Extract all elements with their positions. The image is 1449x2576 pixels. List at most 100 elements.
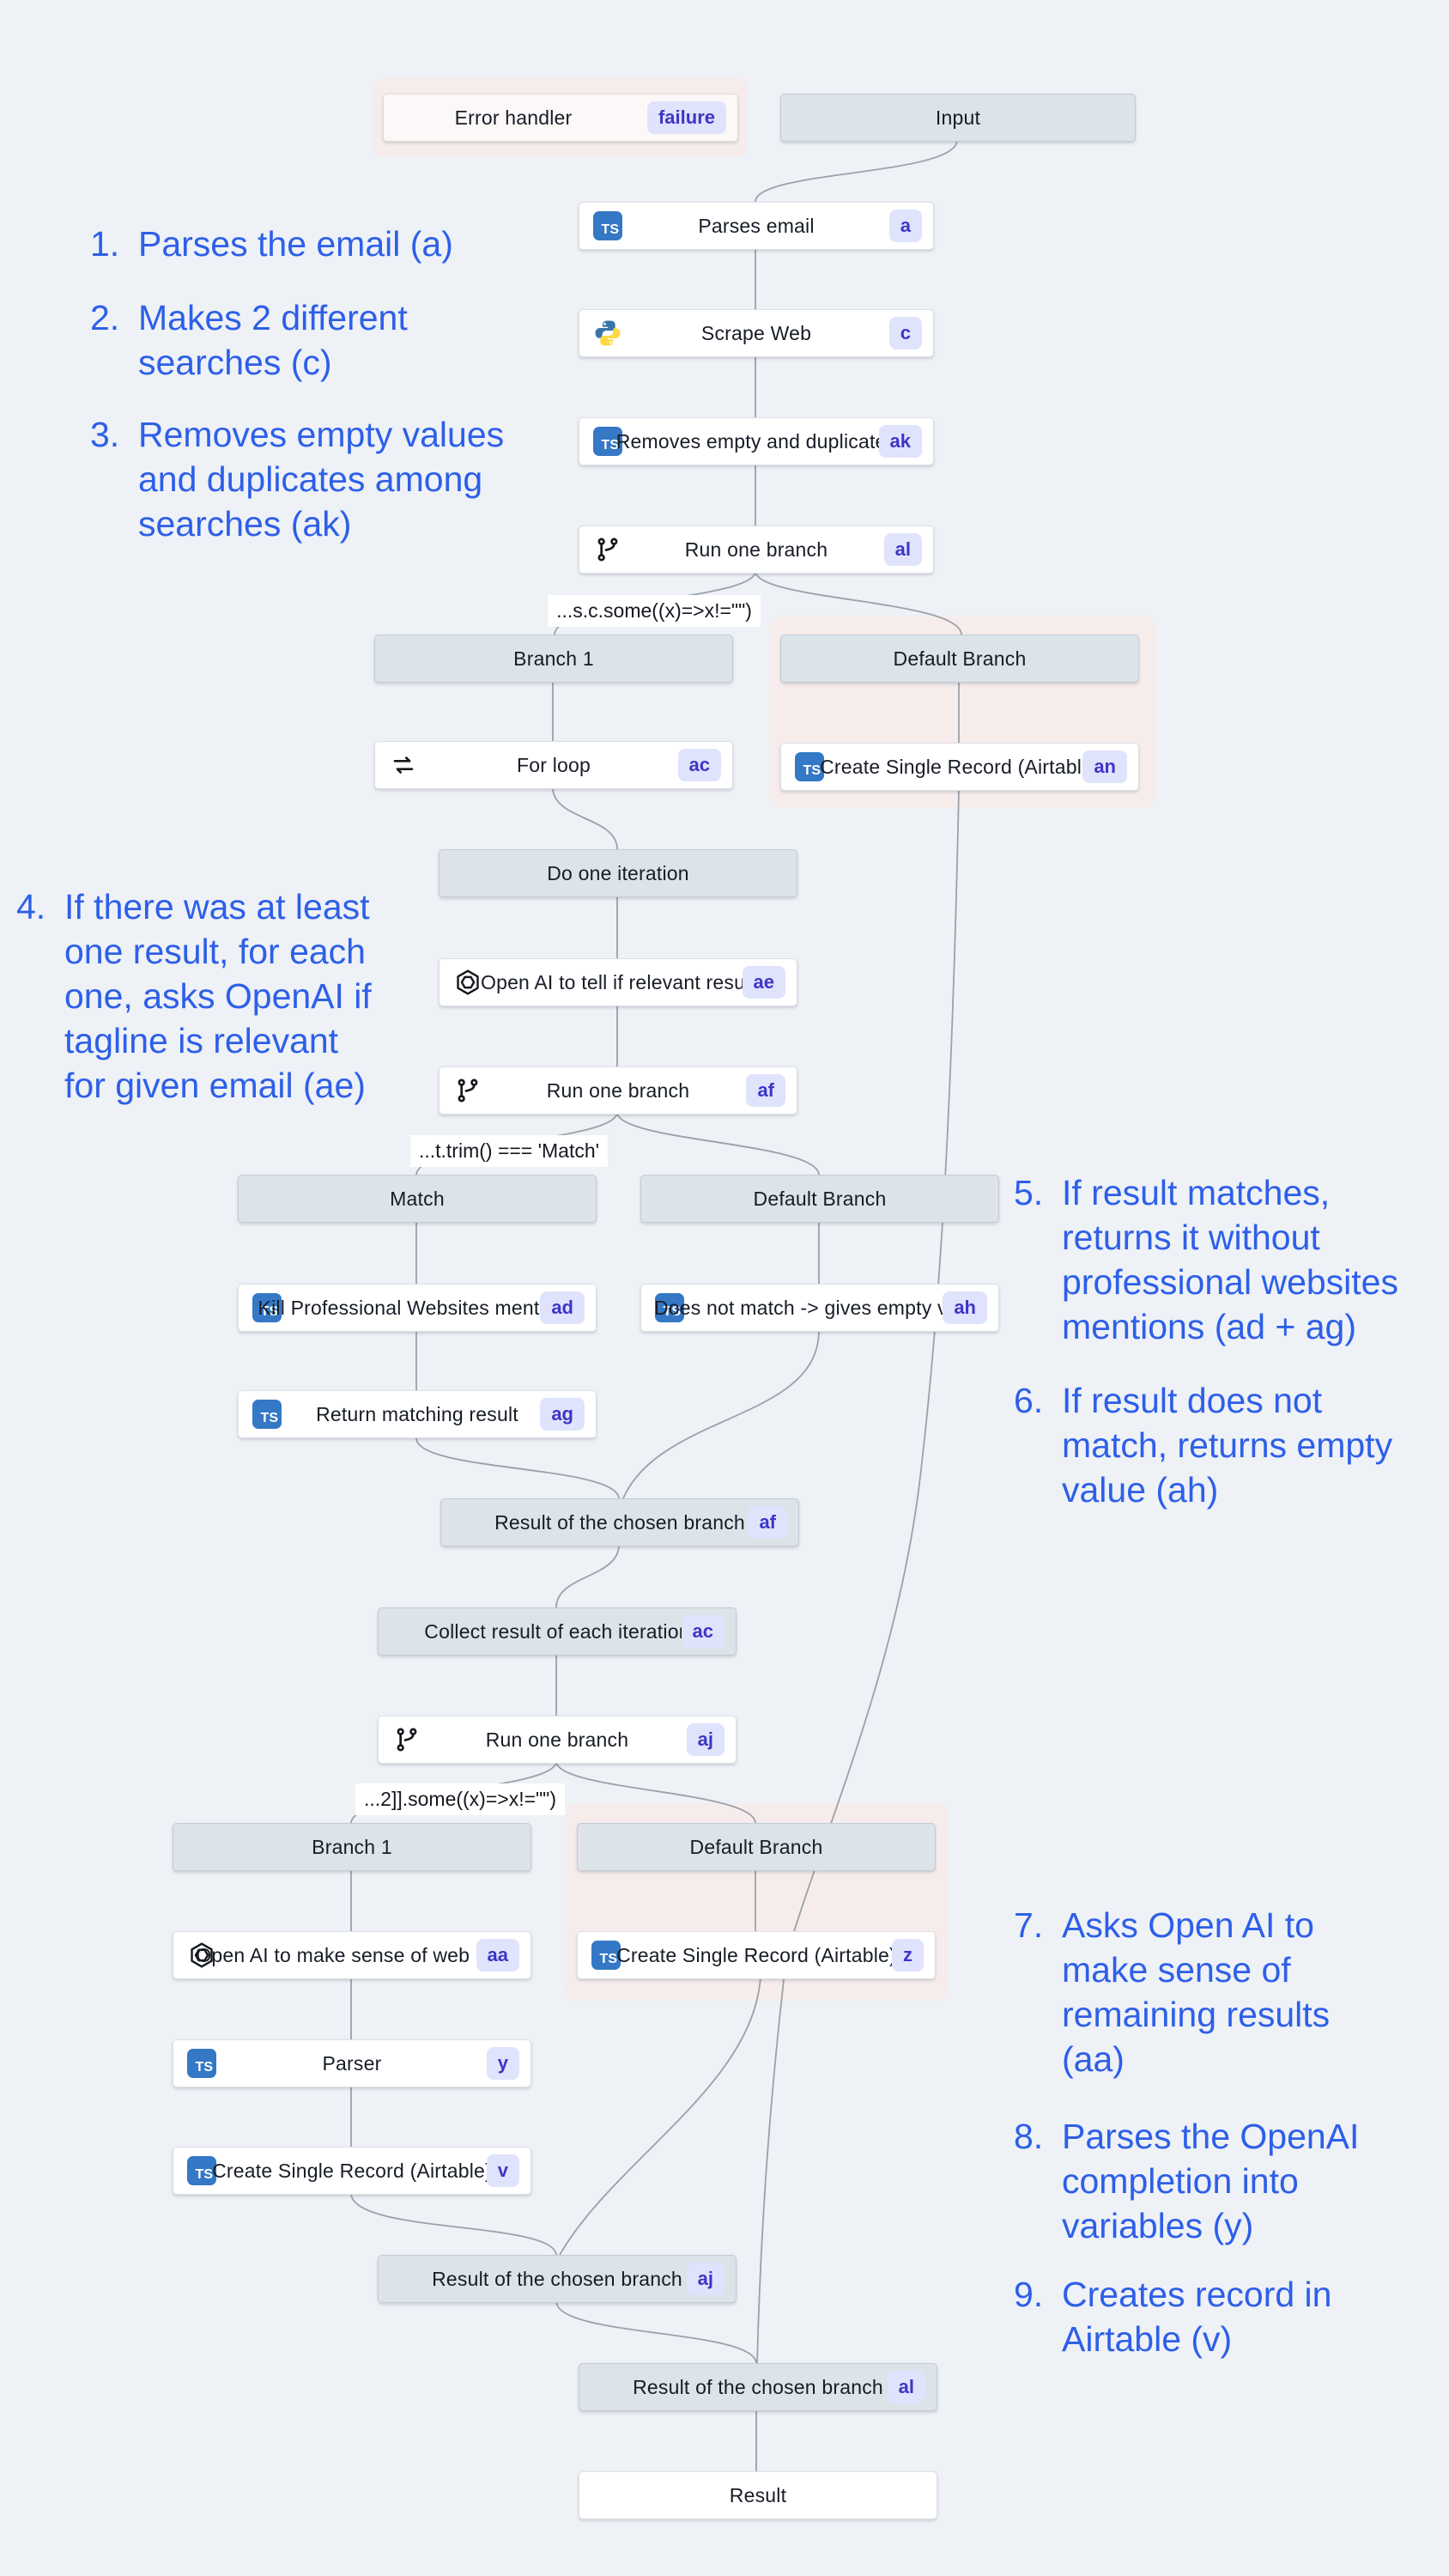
node-badge: ae xyxy=(742,966,785,999)
annotation-number: 8. xyxy=(1014,2117,1044,2156)
node-openai-make-sense-web-info[interactable]: Open AI to make sense of web info aa xyxy=(173,1931,531,1979)
node-default-branch-header[interactable]: Default Branch xyxy=(780,635,1139,683)
node-scrape-web[interactable]: Scrape Web c xyxy=(579,309,934,357)
annotation-text: Parses the OpenAI completion into variab… xyxy=(1062,2117,1360,2245)
node-create-single-record-v[interactable]: TS Create Single Record (Airtable) v xyxy=(173,2147,531,2195)
node-label: Return matching result xyxy=(316,1402,518,1425)
node-kill-websites-mentions[interactable]: TS Kill Professional Websites mentions a… xyxy=(238,1284,597,1332)
node-openai-relevant-result[interactable]: Open AI to tell if relevant result ae xyxy=(439,958,797,1006)
node-badge: af xyxy=(746,1074,785,1107)
node-default-branch-mid-header[interactable]: Default Branch xyxy=(640,1175,999,1223)
match-condition-label: ...t.trim() === 'Match' xyxy=(409,1135,609,1167)
node-result-chosen-branch-aj[interactable]: Result of the chosen branch aj xyxy=(378,2255,737,2303)
node-badge: aa xyxy=(476,1939,519,1971)
annotation-2: 2. Makes 2 different searches (c) xyxy=(90,295,554,385)
failure-badge: failure xyxy=(646,101,726,134)
node-label: Input xyxy=(935,106,981,129)
typescript-icon: TS xyxy=(593,427,622,456)
annotation-9: 9. Creates record in Airtable (v) xyxy=(1014,2272,1443,2361)
node-label: Branch 1 xyxy=(312,1835,392,1858)
node-label: Open AI to make sense of web info xyxy=(196,1943,508,1966)
annotation-number: 5. xyxy=(1014,1173,1044,1212)
git-branch-icon xyxy=(392,1725,421,1754)
node-run-one-branch-al[interactable]: Run one branch al xyxy=(579,526,934,574)
node-match-header[interactable]: Match xyxy=(238,1175,597,1223)
node-branch-1-bottom-header[interactable]: Branch 1 xyxy=(173,1823,531,1871)
node-input[interactable]: Input xyxy=(780,94,1136,142)
annotation-number: 4. xyxy=(16,887,46,927)
node-badge: af xyxy=(748,1506,787,1539)
python-icon xyxy=(593,319,622,348)
node-label: Match xyxy=(390,1187,445,1210)
typescript-icon: TS xyxy=(252,1400,282,1429)
annotation-text: Makes 2 different searches (c) xyxy=(138,298,408,382)
annotation-text: If there was at least one result, for ea… xyxy=(64,887,372,1105)
node-label: Parser xyxy=(322,2051,382,2075)
node-result[interactable]: Result xyxy=(579,2471,937,2519)
node-do-one-iteration-header[interactable]: Do one iteration xyxy=(439,849,797,897)
node-badge: ad xyxy=(540,1291,585,1324)
node-label: Default Branch xyxy=(893,647,1027,670)
git-branch-icon xyxy=(453,1076,482,1105)
node-label: Create Single Record (Airtable) xyxy=(616,1943,896,1966)
node-default-branch-bottom-header[interactable]: Default Branch xyxy=(577,1823,936,1871)
node-badge: ac xyxy=(677,749,721,781)
node-label: Create Single Record (Airtable) xyxy=(212,2159,492,2182)
node-run-one-branch-af[interactable]: Run one branch af xyxy=(439,1066,797,1115)
annotation-8: 8. Parses the OpenAI completion into var… xyxy=(1014,2114,1443,2248)
node-collect-result-each-iteration[interactable]: Collect result of each iteration ac xyxy=(378,1607,737,1656)
node-label: Scrape Web xyxy=(700,321,812,344)
node-result-chosen-branch-al[interactable]: Result of the chosen branch al xyxy=(579,2363,937,2411)
annotation-1: 1. Parses the email (a) xyxy=(90,222,554,266)
node-create-single-record-z[interactable]: TS Create Single Record (Airtable) z xyxy=(577,1931,936,1979)
node-badge: aj xyxy=(686,1723,724,1756)
loop-icon xyxy=(389,750,418,780)
annotation-text: Parses the email (a) xyxy=(138,224,453,264)
node-label: Default Branch xyxy=(689,1835,823,1858)
openai-icon xyxy=(453,968,482,997)
node-parses-email[interactable]: TS Parses email a xyxy=(579,202,934,250)
node-result-chosen-branch-af[interactable]: Result of the chosen branch af xyxy=(440,1498,799,1546)
node-for-loop[interactable]: For loop ac xyxy=(374,741,733,789)
node-label: Run one branch xyxy=(485,1728,629,1751)
annotation-text: If result does not match, returns empty … xyxy=(1062,1381,1393,1510)
node-label: For loop xyxy=(517,753,591,776)
node-label: Collect result of each iteration xyxy=(424,1619,690,1643)
node-create-single-record-an[interactable]: TS Create Single Record (Airtable) an xyxy=(780,743,1139,791)
typescript-icon: TS xyxy=(593,211,622,240)
node-label: Branch 1 xyxy=(513,647,594,670)
some-condition-label: ...2]].some((x)=>x!="") xyxy=(355,1783,566,1815)
annotation-3: 3. Removes empty values and duplicates a… xyxy=(90,412,554,546)
annotation-7: 7. Asks Open AI to make sense of remaini… xyxy=(1014,1903,1443,2081)
node-parser[interactable]: TS Parser y xyxy=(173,2039,531,2087)
typescript-icon: TS xyxy=(187,2156,216,2185)
annotation-text: Removes empty values and duplicates amon… xyxy=(138,415,505,544)
node-does-not-match-empty[interactable]: TS Does not match -> gives empty value a… xyxy=(640,1284,999,1332)
node-label: Default Branch xyxy=(753,1187,887,1210)
node-badge: an xyxy=(1082,750,1127,783)
annotation-number: 7. xyxy=(1014,1905,1044,1945)
node-branch-1-header[interactable]: Branch 1 xyxy=(374,635,733,683)
annotation-4: 4. If there was at least one result, for… xyxy=(16,884,446,1108)
typescript-icon: TS xyxy=(795,752,824,781)
git-branch-icon xyxy=(593,535,622,564)
node-error-handler[interactable]: Error handler failure xyxy=(383,94,738,142)
node-removes-empty-duplicates[interactable]: TS Removes empty and duplicates ak xyxy=(579,417,934,465)
annotation-5: 5. If result matches, returns it without… xyxy=(1014,1170,1443,1349)
node-label: Does not match -> gives empty value xyxy=(653,1296,986,1319)
node-run-one-branch-aj[interactable]: Run one branch aj xyxy=(378,1716,737,1764)
openai-icon xyxy=(187,1941,216,1970)
node-label: Result of the chosen branch xyxy=(432,2267,682,2290)
node-label: Open AI to tell if relevant result xyxy=(480,970,756,993)
node-label: Result of the chosen branch xyxy=(494,1510,745,1534)
node-return-matching-result[interactable]: TS Return matching result ag xyxy=(238,1390,597,1438)
node-label: Error handler xyxy=(454,106,573,129)
node-badge: al xyxy=(883,533,922,566)
node-badge: v xyxy=(486,2154,519,2187)
node-label: Kill Professional Websites mentions xyxy=(258,1296,577,1319)
node-badge: z xyxy=(892,1939,924,1971)
node-label: Result of the chosen branch xyxy=(633,2375,883,2398)
typescript-icon: TS xyxy=(655,1293,684,1322)
node-label: Create Single Record (Airtable) xyxy=(820,755,1100,778)
